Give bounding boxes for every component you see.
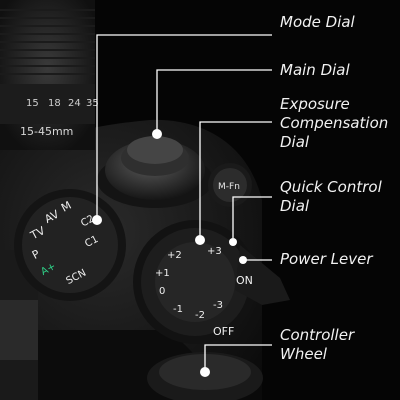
callout-line-quick-control bbox=[232, 196, 272, 238]
label-mode-dial: Mode Dial bbox=[280, 13, 355, 32]
callout-line-mode-dial bbox=[96, 34, 272, 220]
label-power-lever: Power Lever bbox=[280, 250, 373, 269]
callout-lines bbox=[96, 34, 272, 370]
label-controller-wheel: Controller Wheel bbox=[280, 326, 354, 364]
label-exposure-compensation-dial: Exposure Compensation Dial bbox=[280, 95, 388, 152]
exp-minus1: -1 bbox=[173, 304, 183, 315]
label-exposure-line3: Dial bbox=[280, 133, 310, 151]
exp-minus3: -3 bbox=[213, 300, 223, 311]
label-main-dial: Main Dial bbox=[280, 61, 350, 80]
mfn-button: M-Fn bbox=[208, 163, 252, 207]
label-main-dial-line1: Main Dial bbox=[280, 61, 350, 79]
label-mode-dial-line1: Mode Dial bbox=[280, 13, 355, 31]
lens-grip-ridges bbox=[0, 9, 95, 75]
callout-line-exposure bbox=[199, 121, 272, 238]
callout-dots bbox=[92, 129, 247, 377]
mfn-button-label: M-Fn bbox=[218, 182, 240, 192]
label-power-lever-line1: Power Lever bbox=[280, 250, 373, 268]
exp-zero: 0 bbox=[159, 286, 165, 297]
callout-dot-power-lever bbox=[239, 256, 247, 264]
label-quick-control-line1: Quick Control bbox=[280, 178, 382, 196]
lens-barrel: 15 18 24 35 15-45mm bbox=[0, 0, 99, 150]
focal-mark-35: 35 bbox=[86, 98, 99, 109]
power-on-label: ON bbox=[236, 274, 253, 287]
label-exposure-line1: Exposure bbox=[280, 95, 350, 113]
label-exposure-line2: Compensation bbox=[280, 114, 389, 132]
lens-range-label: 15-45mm bbox=[20, 125, 73, 138]
label-controller-wheel-line1: Controller bbox=[280, 326, 355, 344]
callout-line-controller-wheel bbox=[204, 344, 272, 370]
mode-dial: M AV TV P A+ SCN C2 C1 bbox=[14, 189, 126, 301]
exp-plus3: +3 bbox=[207, 246, 222, 257]
exp-plus1: +1 bbox=[155, 268, 170, 279]
label-controller-wheel-line2: Wheel bbox=[280, 345, 327, 363]
mode-av: AV bbox=[42, 207, 61, 225]
main-dial bbox=[97, 136, 213, 208]
callout-line-main-dial bbox=[156, 69, 272, 132]
exposure-compensation-dial: +2 +1 0 -1 -2 -3 +3 bbox=[133, 220, 257, 344]
callout-dot-main-dial bbox=[152, 129, 162, 139]
label-quick-control-dial: Quick Control Dial bbox=[280, 178, 382, 216]
callout-dot-exposure bbox=[195, 235, 205, 245]
focal-mark-15: 15 bbox=[26, 98, 39, 109]
callout-dot-mode-dial bbox=[92, 215, 102, 225]
exp-minus2: -2 bbox=[195, 310, 205, 321]
callout-dot-quick-control bbox=[229, 238, 237, 246]
focal-mark-18: 18 bbox=[48, 98, 61, 109]
focal-mark-24: 24 bbox=[68, 98, 81, 109]
exp-plus2: +2 bbox=[167, 250, 182, 261]
callout-dot-controller-wheel bbox=[200, 367, 210, 377]
power-off-label: OFF bbox=[213, 325, 234, 338]
label-quick-control-line2: Dial bbox=[280, 197, 310, 215]
